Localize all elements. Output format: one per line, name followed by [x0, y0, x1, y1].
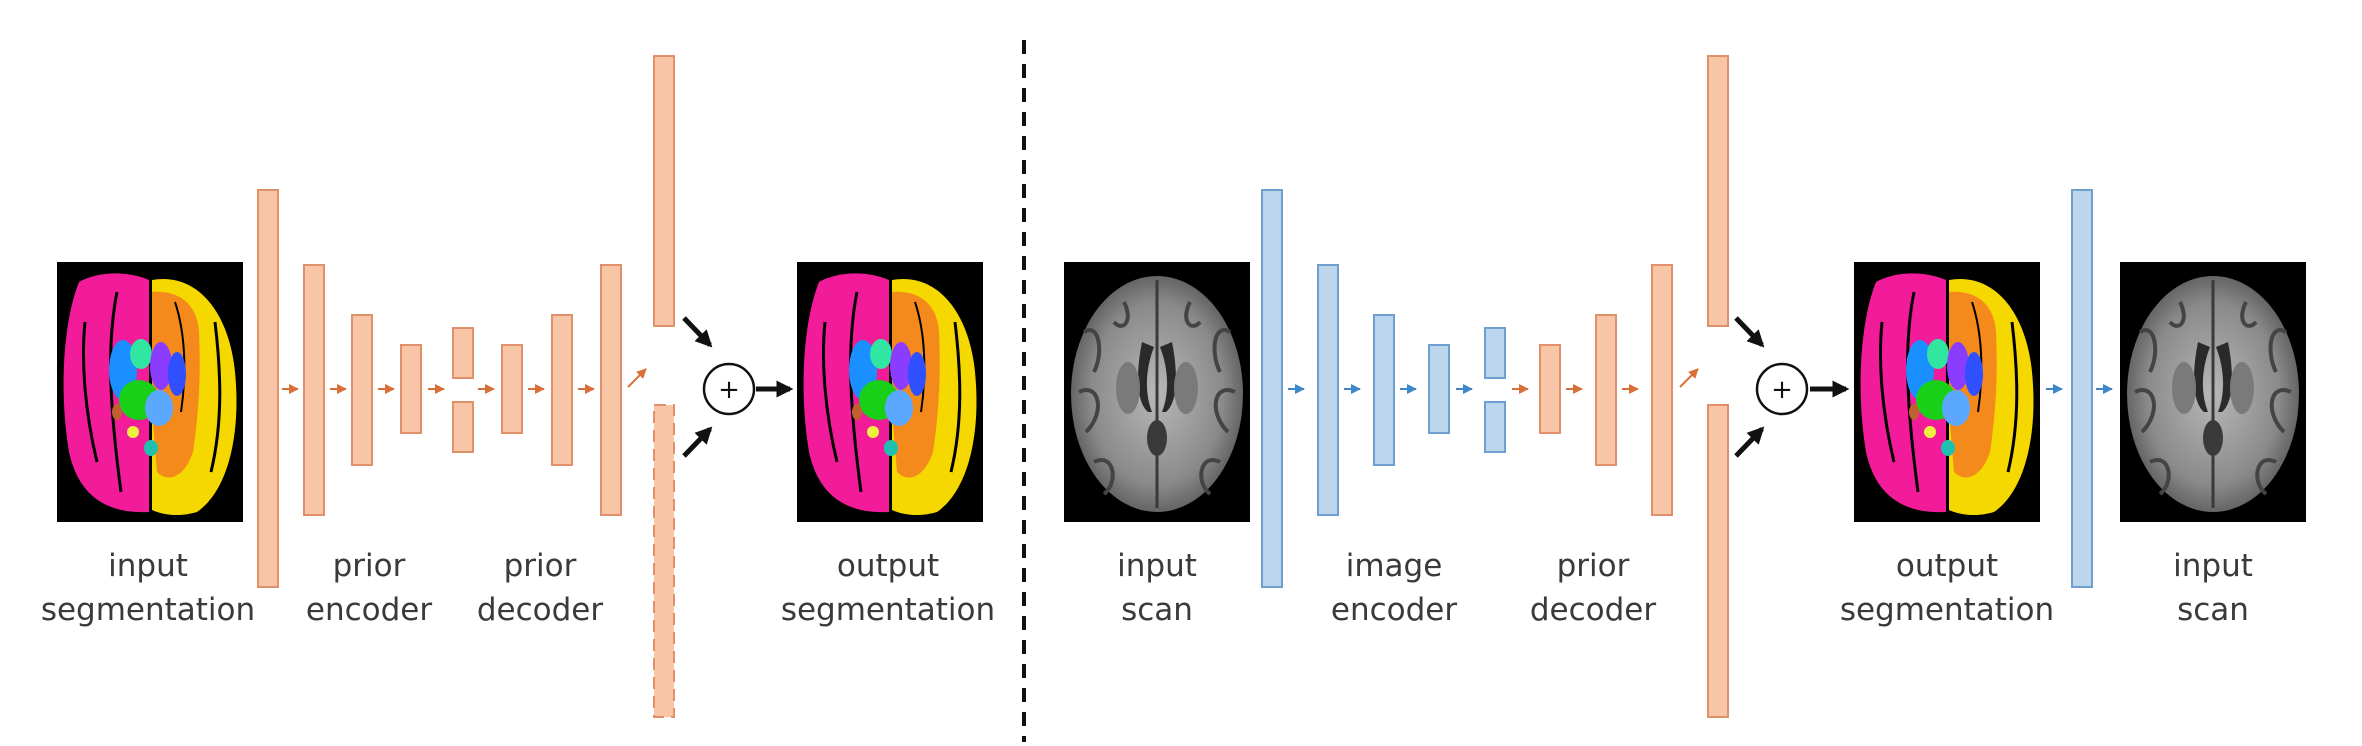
label-reconstructed-scan-line1: input — [2173, 548, 2253, 584]
label-image-encoder-line1: image — [1346, 548, 1443, 584]
prior-decoder-block-1 — [1539, 344, 1561, 434]
flow-arrow — [627, 368, 647, 388]
reconstructed-scan-image — [2118, 260, 2308, 524]
image-encoder-block-1 — [1261, 189, 1283, 588]
label-prior-decoder-line2: decoder — [1530, 592, 1657, 628]
image-encoder-block-4 — [1428, 344, 1450, 434]
label-prior-encoder-line1: prior — [333, 548, 406, 584]
latent-mean-block — [452, 327, 474, 379]
image-encoder-block-3 — [1373, 314, 1395, 466]
label-input-segmentation-line1: input — [108, 548, 188, 584]
prior-decoder-block-2 — [551, 314, 573, 466]
sum-symbol: + — [1771, 375, 1793, 405]
merge-arrow-bottom — [682, 426, 713, 458]
merge-arrow-top — [1734, 316, 1765, 348]
label-prior-encoder-line2: encoder — [306, 592, 432, 628]
prior-decoder-block-3 — [1651, 264, 1673, 516]
sum-node — [1755, 362, 1809, 416]
reconstruction-block — [2071, 189, 2093, 588]
label-output-segmentation-line2: segmentation — [781, 592, 995, 628]
label-input-scan-line1: input — [1117, 548, 1197, 584]
label-prior-decoder-line1: prior — [1557, 548, 1630, 584]
merge-arrow-top — [682, 316, 713, 348]
label-output-segmentation-line1: output — [1896, 548, 1998, 584]
input-segmentation-image — [55, 260, 245, 524]
prior-decoder-output-top — [1707, 55, 1729, 327]
latent-mean-block — [1484, 327, 1506, 379]
latent-variance-block — [1484, 401, 1506, 453]
label-prior-decoder-line1: prior — [504, 548, 577, 584]
sum-node — [702, 362, 756, 416]
label-output-segmentation-line1: output — [837, 548, 939, 584]
label-input-segmentation-line2: segmentation — [41, 592, 255, 628]
label-prior-decoder-line2: decoder — [477, 592, 604, 628]
label-reconstructed-scan-line2: scan — [2177, 592, 2249, 628]
prior-decoder-block-3 — [600, 264, 622, 516]
label-image-encoder-line2: encoder — [1331, 592, 1457, 628]
prior-encoder-block-4 — [400, 344, 422, 434]
prior-decoder-block-1 — [501, 344, 523, 434]
prior-decoder-output-bottom-dashed — [653, 404, 675, 718]
prior-decoder-output-top — [653, 55, 675, 327]
prior-decoder-block-2 — [1595, 314, 1617, 466]
input-scan-image — [1062, 260, 1252, 524]
output-segmentation-image — [1852, 260, 2042, 524]
flow-arrow — [1679, 368, 1699, 388]
prior-decoder-output-bottom — [1707, 404, 1729, 718]
label-output-segmentation-line2: segmentation — [1840, 592, 2054, 628]
left-panel: + input segmentation prior encoder prior… — [41, 55, 995, 718]
prior-encoder-block-2 — [303, 264, 325, 516]
merge-arrow-bottom — [1734, 426, 1765, 458]
label-input-scan-line2: scan — [1121, 592, 1193, 628]
sum-symbol: + — [718, 375, 740, 405]
output-segmentation-image — [795, 260, 985, 524]
latent-variance-block — [452, 401, 474, 453]
prior-encoder-block-1 — [257, 189, 279, 588]
image-encoder-block-2 — [1317, 264, 1339, 516]
prior-encoder-block-3 — [351, 314, 373, 466]
right-panel: + input scan image encoder prior decoder… — [1062, 55, 2308, 718]
